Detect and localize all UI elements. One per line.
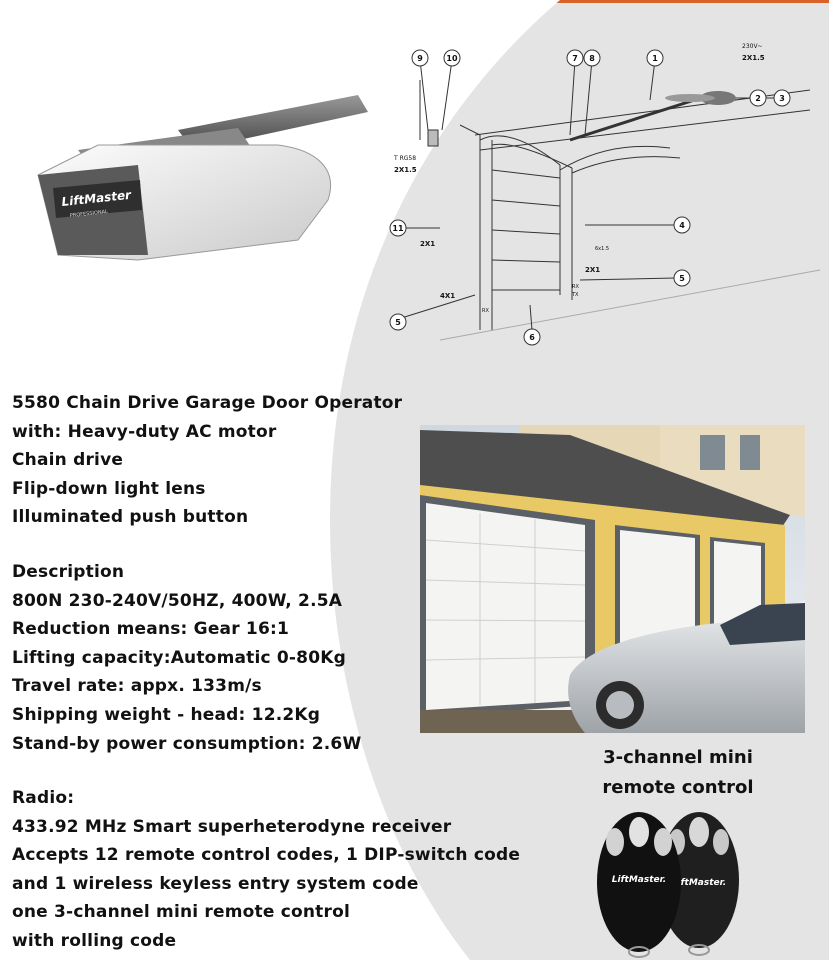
cable-label-4x1: 4X1 [440,292,455,300]
remote-control-image: LiftMaster. LiftMaster. [597,812,739,958]
cable-label-2x15-b: 2X1.5 [394,166,417,174]
callout-2: 2 [755,94,761,103]
garage-photo [420,425,805,733]
description-line: Travel rate: appx. 133m/s [12,676,262,697]
operator-image: LiftMaster PROFESSIONAL [37,95,368,261]
description-line: 800N 230-240V/50HZ, 400W, 2.5A [12,590,343,611]
callout-9: 9 [417,54,423,63]
cable-label-rx-a: RX [572,284,579,290]
remote-caption: 3-channel mini remote control [588,743,768,803]
callout-3: 3 [779,94,785,103]
callout-11: 11 [392,224,404,233]
callout-4: 4 [679,221,685,230]
radio-line: with rolling code [12,930,177,951]
radio-line: one 3-channel mini remote control [12,902,350,923]
product-title: 5580 Chain Drive Garage Door Operator [12,393,403,413]
remote-caption-line: 3-channel mini [603,747,753,768]
cable-label-rx-b: RX [482,308,489,314]
description-heading: Description [12,562,125,582]
remote-caption-line: remote control [602,777,754,798]
feature-item: Flip-down light lens [12,478,206,499]
features-block: 5580 Chain Drive Garage Door Operator wi… [12,389,402,532]
description-line: Stand-by power consumption: 2.6W [12,733,362,754]
cable-label-rg58: T RG58 [393,155,416,162]
feature-item: Chain drive [12,450,124,471]
callout-5a: 5 [679,274,685,283]
feature-item: Illuminated push button [12,507,249,528]
callout-5b: 5 [395,318,401,327]
cable-label-tx: TX [571,292,579,298]
description-line: Lifting capacity:Automatic 0-80Kg [12,647,346,668]
remote-brand: LiftMaster. [672,878,726,888]
description-line: Shipping weight - head: 12.2Kg [12,704,321,725]
radio-line: 433.92 MHz Smart superheterodyne receive… [12,816,452,837]
callout-10: 10 [446,54,458,63]
operator-sub: PROFESSIONAL [70,209,109,219]
callout-8: 8 [589,54,595,63]
cable-label-6x15: 6x1.5 [595,246,609,252]
radio-line: and 1 wireless keyless entry system code [12,873,419,894]
remote-brand: LiftMaster. [612,875,666,885]
cable-label-2x1-a: 2X1 [420,240,435,248]
radio-heading: Radio: [12,788,75,808]
callout-1: 1 [652,54,658,63]
feature-item: with: Heavy-duty AC motor [12,421,277,442]
installation-diagram: 1 2 3 4 5 5 6 7 8 9 10 11 230V~ 2X1.5 T … [389,43,820,346]
description-block: Description 800N 230-240V/50HZ, 400W, 2.… [12,558,361,758]
description-line: Reduction means: Gear 16:1 [12,619,290,640]
radio-line: Accepts 12 remote control codes, 1 DIP-s… [12,845,521,866]
cable-label-2x15-a: 2X1.5 [742,54,765,62]
callout-6: 6 [529,333,535,342]
cable-label-2x1-b: 2X1 [585,266,600,274]
radio-block: Radio: 433.92 MHz Smart superheterodyne … [12,784,520,956]
callout-7: 7 [572,54,578,63]
cable-label-230v: 230V~ [742,43,763,50]
